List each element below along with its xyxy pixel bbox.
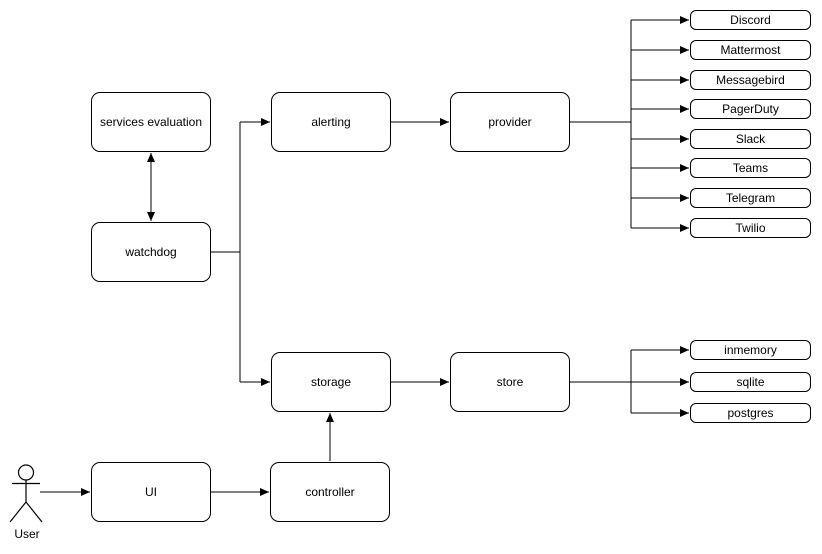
provider-option-telegram: Telegram	[690, 188, 811, 208]
actor-leg-right	[25, 501, 43, 523]
provider-option-messagebird: Messagebird	[690, 70, 811, 90]
store-option-sqlite: sqlite	[690, 372, 811, 392]
provider-option-teams: Teams	[690, 158, 811, 178]
node-storage: storage	[271, 352, 391, 412]
node-ui: UI	[91, 462, 211, 522]
actor-leg-left	[9, 501, 27, 523]
store-option-postgres: postgres	[690, 403, 811, 423]
provider-option-pagerduty: PagerDuty	[690, 99, 811, 119]
user-actor-figure	[9, 464, 43, 523]
store-option-inmemory: inmemory	[690, 340, 811, 360]
node-controller: controller	[270, 462, 390, 522]
provider-option-twilio: Twilio	[690, 218, 811, 238]
provider-option-slack: Slack	[690, 129, 811, 149]
provider-option-discord: Discord	[690, 10, 811, 30]
node-provider: provider	[450, 92, 570, 152]
node-services-evaluation: services evaluation	[91, 92, 211, 152]
node-watchdog: watchdog	[91, 222, 211, 282]
user-actor-label: User	[14, 527, 40, 541]
node-alerting: alerting	[271, 92, 391, 152]
provider-option-mattermost: Mattermost	[690, 40, 811, 60]
node-store: store	[450, 352, 570, 412]
connectors	[40, 16, 689, 496]
actor-head	[17, 464, 35, 481]
